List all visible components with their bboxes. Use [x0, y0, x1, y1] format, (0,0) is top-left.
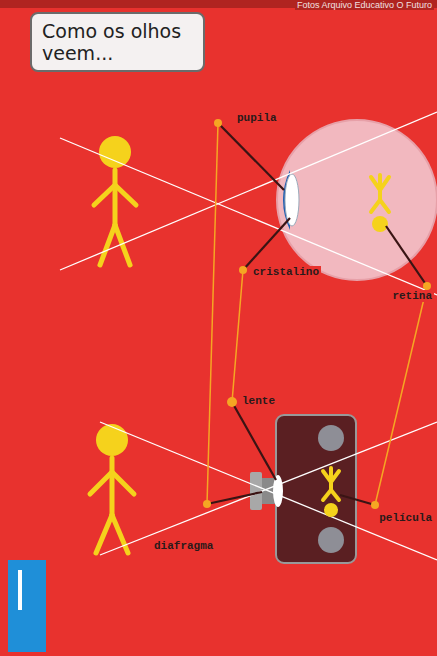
lens-barrel [250, 472, 262, 510]
inverted-head [372, 216, 388, 232]
leader-dots [203, 119, 431, 509]
photo-credit: Fotos Arquivo Educativo O Futuro [295, 0, 434, 10]
part-label: diafragma [152, 540, 215, 552]
comparison-lines [207, 123, 427, 505]
part-label: lente [240, 395, 277, 407]
title-text: Como os olhos veem... [42, 20, 193, 64]
camera-spool [318, 527, 344, 553]
camera-spool [318, 425, 344, 451]
camera-body [276, 415, 356, 563]
part-label: pupila [235, 112, 279, 124]
part-label: retina [390, 290, 434, 302]
person-head [96, 424, 128, 456]
light-rays [100, 422, 437, 560]
part-label: película [377, 512, 434, 524]
person-head [99, 136, 131, 168]
side-tab-mark [18, 570, 22, 610]
lens [273, 475, 283, 507]
eye [277, 120, 437, 280]
person-figure [94, 170, 136, 265]
light-rays [60, 112, 437, 295]
part-label: cristalino [251, 266, 321, 278]
side-tab [8, 560, 46, 652]
inverted-head [324, 503, 338, 517]
person-figure [90, 458, 134, 553]
inverted-image [371, 175, 389, 212]
crystalline-lens [285, 174, 299, 226]
inverted-image [323, 468, 339, 500]
leader-lines [207, 123, 427, 505]
title-box: Como os olhos veem... [30, 12, 205, 72]
